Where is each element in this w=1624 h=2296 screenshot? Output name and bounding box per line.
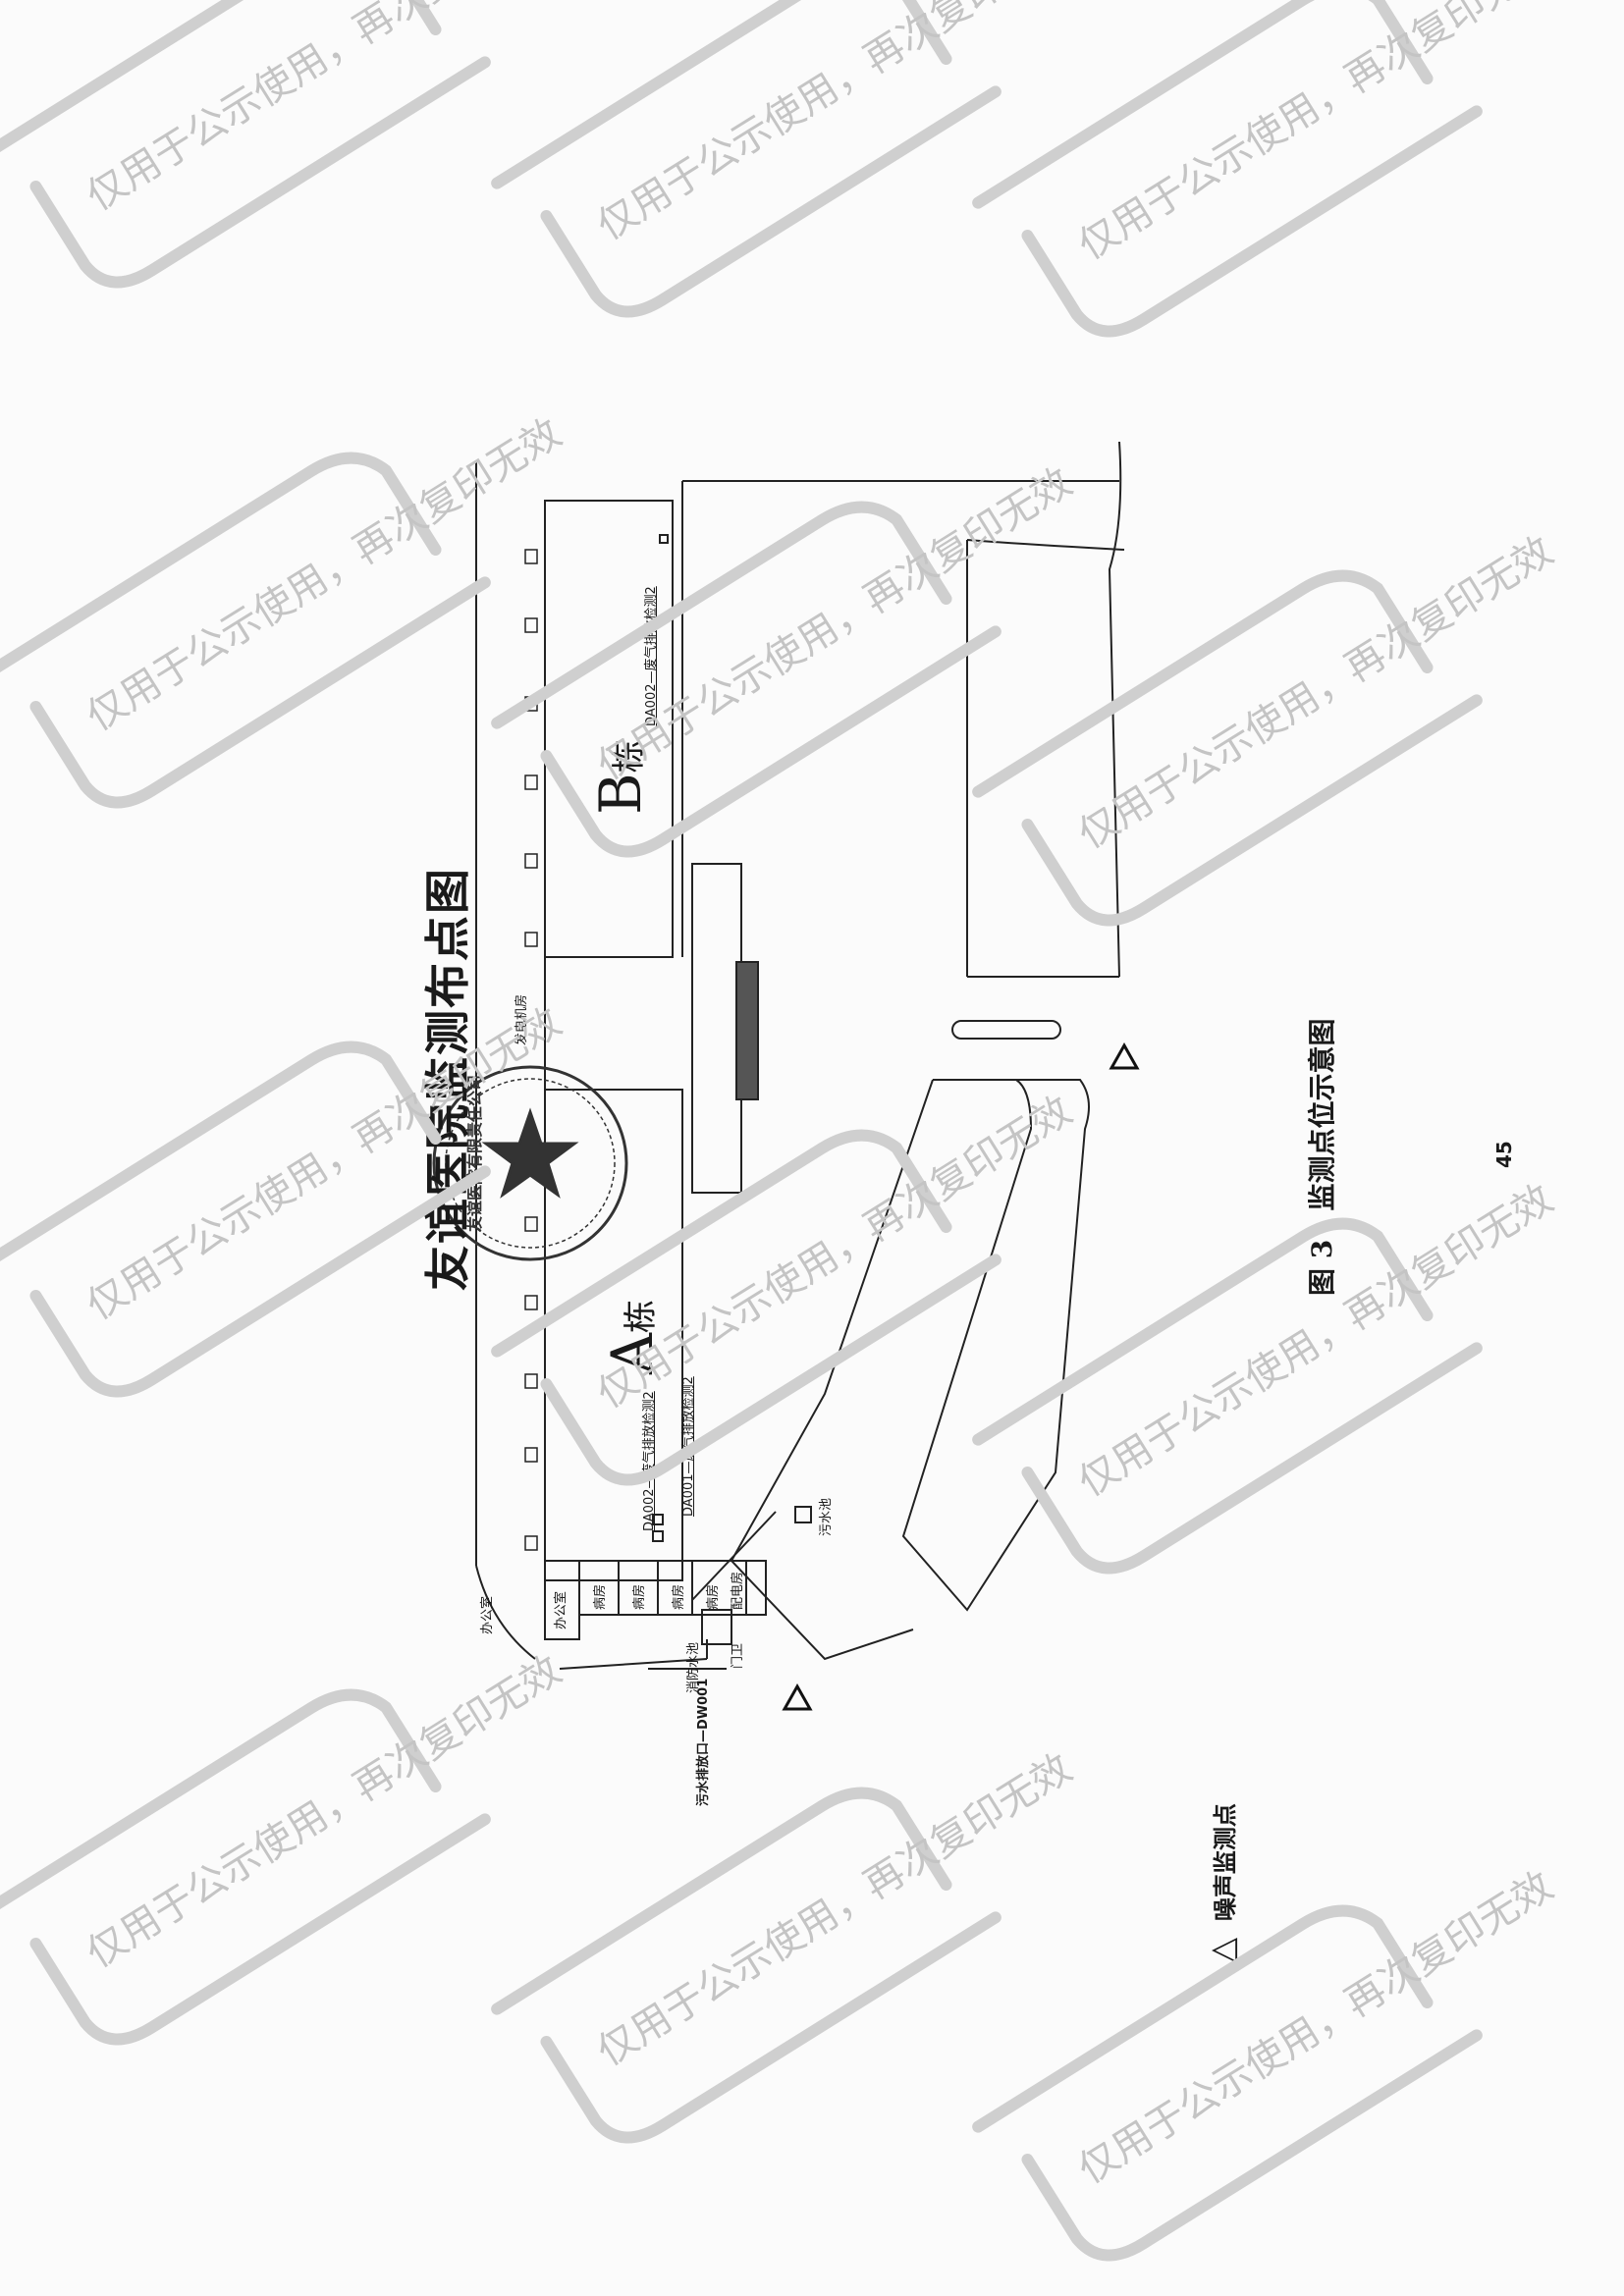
room-label-3: 病房 xyxy=(632,1583,647,1610)
room-label-7: 发电机房 xyxy=(514,993,529,1045)
room-label-5: 病房 xyxy=(706,1583,721,1610)
room-label-4: 病房 xyxy=(672,1583,686,1610)
building-a-suffix: 栋 xyxy=(622,1300,661,1334)
building-b-outline xyxy=(544,500,674,958)
building-b-label: B栋 xyxy=(587,739,654,815)
label-da002-b: DA002—废气排放检测2 xyxy=(644,586,659,726)
legend: △ 噪声监测点 xyxy=(1203,1803,1242,1963)
figure-caption: 图 3 监测点位示意图 xyxy=(1301,1019,1340,1297)
label-da001: DA001—废气排放检测2 xyxy=(681,1376,696,1517)
room-label-1: 办公室 xyxy=(554,1590,568,1629)
label-pool: 污水池 xyxy=(819,1497,834,1536)
corridor-block xyxy=(691,863,742,1194)
building-a-label: A栋 xyxy=(599,1300,666,1374)
seal-text: 友谊医院有限责任公司 xyxy=(465,1074,484,1232)
site-boundary-right xyxy=(1108,441,1122,978)
pool-box xyxy=(794,1506,812,1523)
label-da002-a: DA002—废气排放检测2 xyxy=(642,1391,657,1531)
figure-number: 图 3 xyxy=(1306,1239,1338,1296)
room-label-8: 消防水池 xyxy=(686,1641,701,1693)
page-number: 45 xyxy=(1492,1141,1516,1168)
building-b-letter: B xyxy=(587,773,654,815)
room-label-9: 门卫 xyxy=(731,1642,745,1669)
road-curve-left xyxy=(475,1565,536,1660)
walkway-strip xyxy=(735,961,759,1100)
entrance-gate xyxy=(951,1020,1061,1040)
legend-symbol: △ xyxy=(1203,1937,1242,1963)
figure-title: 监测点位示意图 xyxy=(1306,1018,1338,1211)
noise-point-1 xyxy=(1109,1041,1140,1070)
room-label-2: 病房 xyxy=(593,1583,608,1610)
room-label-10: 办公室 xyxy=(480,1595,495,1634)
building-a-letter: A xyxy=(599,1333,666,1374)
building-b-suffix: 栋 xyxy=(610,739,649,774)
room-label-6: 配电房 xyxy=(731,1571,745,1610)
label-dw001: 污水排放口—DW001 xyxy=(696,1678,711,1806)
noise-point-2 xyxy=(782,1682,813,1711)
legend-label: 噪声监测点 xyxy=(1212,1803,1239,1922)
